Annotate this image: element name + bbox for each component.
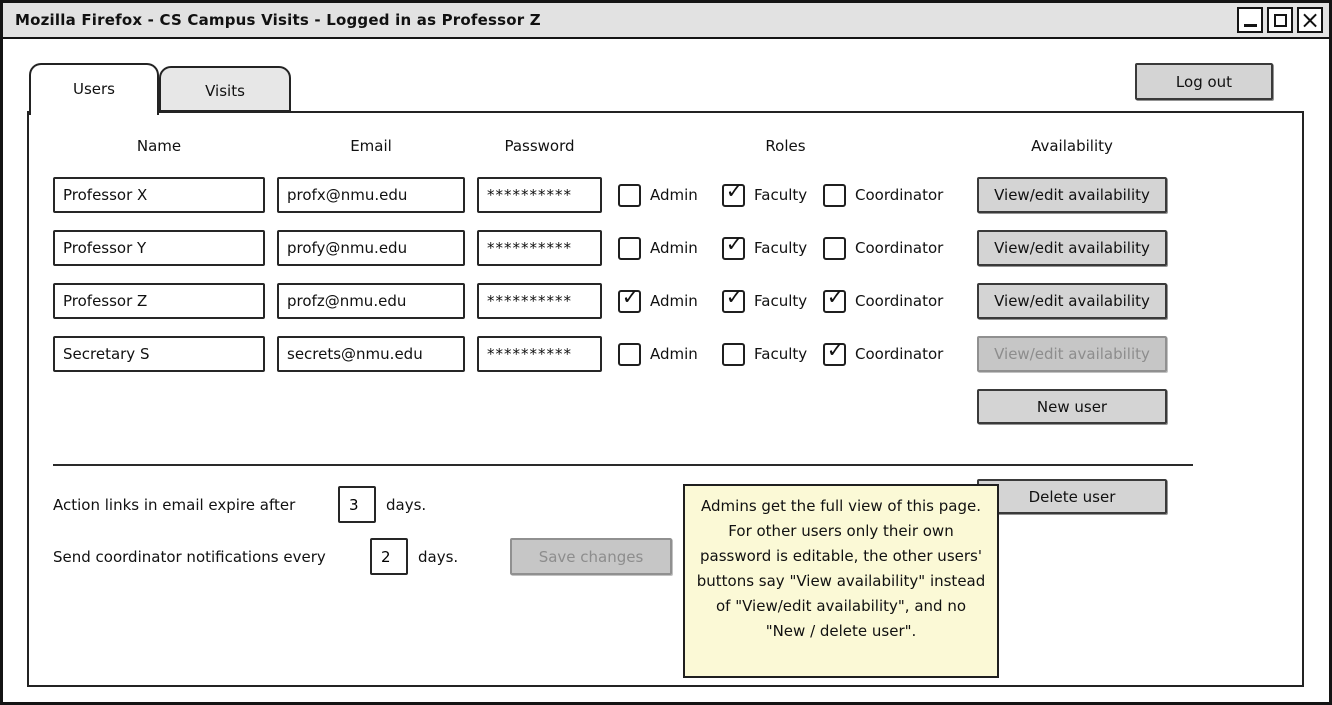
tab-visits[interactable]: Visits	[159, 66, 291, 112]
maximize-button[interactable]	[1267, 7, 1293, 33]
expire-setting-suffix: days.	[386, 495, 427, 514]
expire-days-input[interactable]	[338, 486, 376, 523]
admin-note: Admins get the full view of this page. F…	[683, 484, 999, 678]
faculty-checkbox[interactable]: ✓	[722, 233, 745, 260]
admin-label: Admin	[650, 239, 698, 257]
name-input[interactable]	[53, 177, 265, 213]
close-icon: ×	[1299, 6, 1321, 34]
table-row: Admin ✓ Faculty Coordinator View/edit av…	[29, 177, 1302, 213]
coordinator-checkbox[interactable]	[823, 183, 846, 207]
window-controls: ×	[1237, 7, 1323, 33]
admin-checkbox[interactable]	[618, 183, 641, 207]
coordinator-checkbox[interactable]	[823, 236, 846, 260]
section-divider	[53, 464, 1193, 466]
minimize-button[interactable]	[1237, 7, 1263, 33]
email-input[interactable]	[277, 283, 465, 319]
coordinator-label: Coordinator	[855, 186, 944, 204]
email-input[interactable]	[277, 230, 465, 266]
save-changes-button[interactable]: Save changes	[510, 538, 672, 575]
notify-setting-label: Send coordinator notifications every	[53, 547, 326, 566]
password-input[interactable]	[477, 177, 602, 213]
maximize-icon	[1273, 13, 1287, 27]
expire-setting-row: Action links in email expire after days.	[53, 486, 426, 523]
admin-checkbox[interactable]: ✓	[618, 286, 641, 313]
faculty-label: Faculty	[754, 292, 808, 310]
email-input[interactable]	[277, 336, 465, 372]
admin-label: Admin	[650, 292, 698, 310]
faculty-checkbox[interactable]: ✓	[722, 180, 745, 207]
new-user-button[interactable]: New user	[977, 389, 1167, 424]
password-input[interactable]	[477, 230, 602, 266]
admin-label: Admin	[650, 345, 698, 363]
logout-button[interactable]: Log out	[1135, 63, 1273, 100]
expire-setting-label: Action links in email expire after	[53, 495, 296, 514]
admin-checkbox[interactable]	[618, 342, 641, 366]
password-input[interactable]	[477, 283, 602, 319]
tab-users[interactable]: Users	[29, 63, 159, 115]
email-input[interactable]	[277, 177, 465, 213]
faculty-label: Faculty	[754, 345, 808, 363]
notify-setting-suffix: days.	[418, 547, 459, 566]
view-edit-availability-button[interactable]: View/edit availability	[977, 230, 1167, 266]
table-row: ✓ Admin ✓ Faculty ✓ Coordinator View/edi…	[29, 283, 1302, 319]
view-edit-availability-button[interactable]: View/edit availability	[977, 177, 1167, 213]
table-row: Admin Faculty ✓ Coordinator View/edit av…	[29, 336, 1302, 372]
faculty-label: Faculty	[754, 186, 808, 204]
coordinator-checkbox[interactable]: ✓	[823, 339, 846, 366]
name-input[interactable]	[53, 336, 265, 372]
admin-label: Admin	[650, 186, 698, 204]
column-header-name: Name	[136, 137, 182, 155]
name-input[interactable]	[53, 230, 265, 266]
view-edit-availability-button[interactable]: View/edit availability	[977, 283, 1167, 319]
coordinator-checkbox[interactable]: ✓	[823, 286, 846, 313]
delete-user-button[interactable]: Delete user	[977, 479, 1167, 514]
users-panel: Name Email Password Roles Availability A…	[27, 111, 1304, 687]
column-header-email: Email	[350, 137, 392, 155]
coordinator-label: Coordinator	[855, 292, 944, 310]
minimize-icon	[1243, 13, 1257, 27]
title-bar: Mozilla Firefox - CS Campus Visits - Log…	[3, 3, 1329, 39]
notify-setting-row: Send coordinator notifications every day…	[53, 538, 458, 575]
faculty-checkbox[interactable]	[722, 342, 745, 366]
coordinator-label: Coordinator	[855, 345, 944, 363]
faculty-checkbox[interactable]: ✓	[722, 286, 745, 313]
column-header-availability: Availability	[1031, 137, 1113, 155]
name-input[interactable]	[53, 283, 265, 319]
admin-checkbox[interactable]	[618, 236, 641, 260]
coordinator-label: Coordinator	[855, 239, 944, 257]
close-button[interactable]: ×	[1297, 7, 1323, 33]
column-header-password: Password	[504, 137, 575, 155]
notify-days-input[interactable]	[370, 538, 408, 575]
table-row: Admin ✓ Faculty Coordinator View/edit av…	[29, 230, 1302, 266]
window-title: Mozilla Firefox - CS Campus Visits - Log…	[15, 11, 541, 29]
password-input[interactable]	[477, 336, 602, 372]
column-header-roles: Roles	[765, 137, 806, 155]
view-edit-availability-button[interactable]: View/edit availability	[977, 336, 1167, 372]
faculty-label: Faculty	[754, 239, 808, 257]
